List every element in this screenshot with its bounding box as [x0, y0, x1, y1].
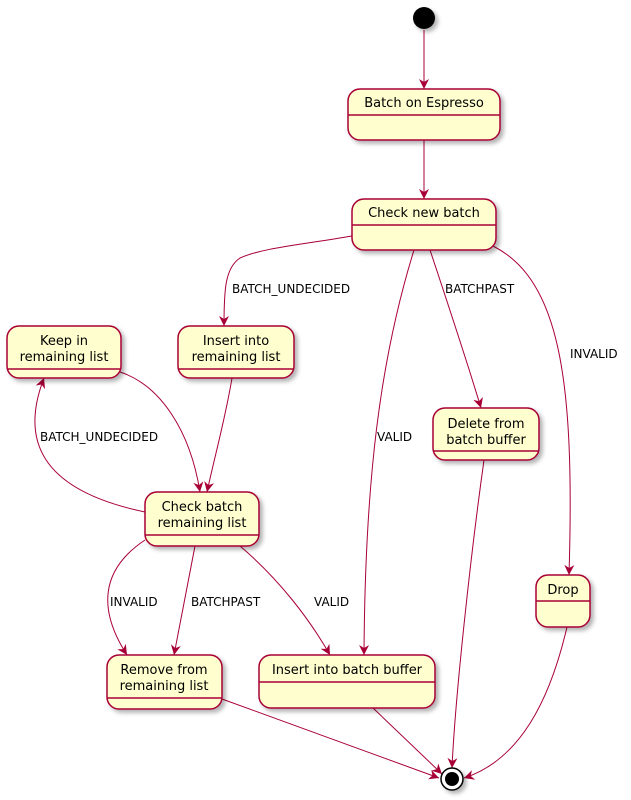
- state-remove-label-line2: remaining list: [120, 679, 209, 694]
- edge-check-new-to-delete-buffer: [429, 249, 483, 409]
- state-check-batch-remaining-list: Check batch remaining list: [144, 491, 260, 547]
- state-delete-buffer-label-line2: batch buffer: [446, 433, 526, 448]
- edge-insert-buffer-to-end: [372, 707, 443, 775]
- edge-delete-buffer-to-end: [447, 459, 485, 769]
- state-drop-label: Drop: [547, 583, 578, 598]
- state-insert-remaining-label-line1: Insert into: [203, 334, 269, 349]
- label-new-to-delete-buffer: BATCHPAST: [445, 282, 515, 296]
- state-check-batch-label-line1: Check batch: [162, 500, 243, 515]
- state-drop: Drop: [535, 574, 591, 628]
- state-insert-remaining-label-line2: remaining list: [192, 350, 281, 365]
- state-remove-label-line1: Remove from: [120, 663, 207, 678]
- edge-keep-to-check-batch: [119, 371, 204, 493]
- state-keep-in-remaining-list: Keep in remaining list: [6, 325, 122, 379]
- edge-check-new-to-drop: [492, 245, 575, 576]
- state-check-new-batch: Check new batch: [351, 198, 497, 251]
- start-node: [413, 7, 435, 29]
- label-new-to-insert-buffer: VALID: [377, 430, 412, 444]
- edge-check-new-to-insert-remaining: [219, 235, 353, 327]
- state-remove-from-remaining-list: Remove from remaining list: [106, 654, 223, 710]
- state-check-batch-label-line2: remaining list: [158, 516, 247, 531]
- state-batch-on-espresso: Batch on Espresso: [347, 88, 501, 141]
- state-delete-from-batch-buffer: Delete from batch buffer: [432, 407, 540, 461]
- label-check-to-remove-batchpast: BATCHPAST: [191, 595, 261, 609]
- edge-check-batch-to-remove-batchpast: [170, 545, 196, 656]
- label-new-to-insert-remaining: BATCH_UNDECIDED: [232, 282, 350, 296]
- edge-drop-to-end: [463, 626, 568, 780]
- end-node: [440, 767, 464, 791]
- edge-check-batch-to-remove-invalid: [107, 539, 146, 656]
- label-check-to-keep: BATCH_UNDECIDED: [40, 430, 158, 444]
- edge-check-new-to-insert-buffer: [359, 249, 415, 656]
- state-keep-label-line1: Keep in: [40, 334, 88, 349]
- edge-insert-remaining-to-check-batch: [204, 377, 233, 493]
- state-delete-buffer-label-line1: Delete from: [447, 417, 524, 432]
- label-new-to-drop: INVALID: [570, 347, 618, 361]
- state-insert-into-remaining-list: Insert into remaining list: [177, 325, 295, 379]
- edge-check-batch-to-insert-buffer: [239, 545, 331, 656]
- state-check-new-batch-label: Check new batch: [368, 206, 480, 221]
- label-check-to-insert-buffer: VALID: [314, 595, 349, 609]
- state-keep-label-line2: remaining list: [20, 350, 109, 365]
- edge-remove-to-end: [221, 698, 440, 780]
- state-insert-buffer-label: Insert into batch buffer: [272, 663, 423, 678]
- label-check-to-remove-invalid: INVALID: [110, 595, 158, 609]
- state-insert-into-batch-buffer: Insert into batch buffer: [258, 654, 436, 709]
- edge-check-batch-to-keep: [34, 377, 146, 513]
- state-batch-on-espresso-label: Batch on Espresso: [364, 96, 484, 111]
